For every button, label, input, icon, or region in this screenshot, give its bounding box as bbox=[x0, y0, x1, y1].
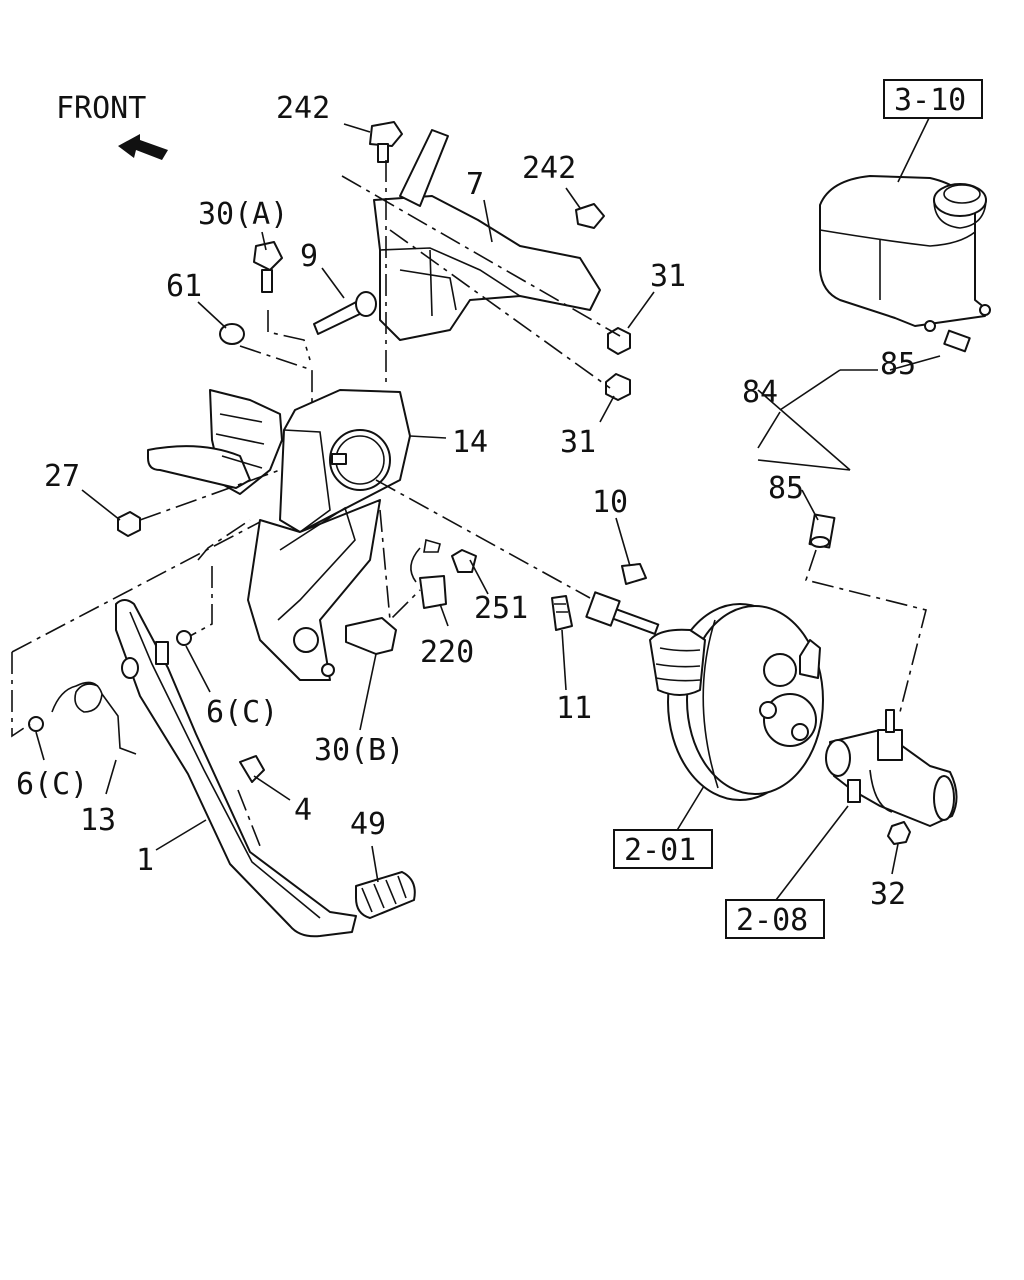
return-spring bbox=[51, 681, 137, 755]
callout-6c-right: 6(C) bbox=[206, 695, 278, 730]
ref-box-2-01 bbox=[613, 829, 713, 869]
callout-85-bottom: 85 bbox=[768, 471, 804, 506]
callout-14: 14 bbox=[452, 425, 488, 460]
callout-4: 4 bbox=[294, 793, 312, 828]
callout-251: 251 bbox=[474, 591, 528, 626]
hose-assembly bbox=[808, 329, 1007, 549]
ref-2-08: 2-08 bbox=[736, 903, 808, 938]
reservoir-tank bbox=[819, 175, 991, 332]
callout-242-top: 242 bbox=[276, 91, 330, 126]
small-parts bbox=[28, 121, 647, 783]
callout-31-upper: 31 bbox=[650, 259, 686, 294]
callout-61: 61 bbox=[166, 269, 202, 304]
upper-bracket bbox=[373, 129, 601, 341]
front-label: FRONT bbox=[56, 91, 146, 126]
callout-84: 84 bbox=[742, 375, 778, 410]
clutch-pedal bbox=[115, 599, 416, 938]
leader-lines bbox=[11, 115, 941, 901]
callout-13: 13 bbox=[80, 803, 116, 838]
pedal-bracket bbox=[147, 389, 411, 681]
callout-32: 32 bbox=[870, 877, 906, 912]
callout-9: 9 bbox=[300, 239, 318, 274]
ref-3-10: 3-10 bbox=[894, 83, 966, 118]
master-cylinder bbox=[825, 709, 958, 845]
callout-27: 27 bbox=[44, 459, 80, 494]
callout-30a: 30(A) bbox=[198, 197, 288, 232]
callout-30b: 30(B) bbox=[314, 733, 404, 768]
callout-6c-left: 6(C) bbox=[16, 767, 88, 802]
callout-7: 7 bbox=[466, 167, 484, 202]
ref-box-2-08 bbox=[725, 899, 825, 939]
ref-2-01: 2-01 bbox=[624, 833, 696, 868]
callout-220: 220 bbox=[420, 635, 474, 670]
callouts: 242 242 7 30(A) 9 61 31 31 14 27 10 251 … bbox=[16, 91, 916, 912]
reference-boxes: 3-10 2-01 2-08 bbox=[613, 79, 983, 939]
front-arrow-icon bbox=[118, 134, 168, 160]
callout-11: 11 bbox=[556, 691, 592, 726]
ref-box-3-10 bbox=[883, 79, 983, 119]
callout-242-right: 242 bbox=[522, 151, 576, 186]
callout-1: 1 bbox=[136, 843, 154, 878]
brake-booster bbox=[585, 591, 824, 801]
callout-31-lower: 31 bbox=[560, 425, 596, 460]
callout-85-top: 85 bbox=[880, 347, 916, 382]
callout-10: 10 bbox=[592, 485, 628, 520]
callout-49: 49 bbox=[350, 807, 386, 842]
